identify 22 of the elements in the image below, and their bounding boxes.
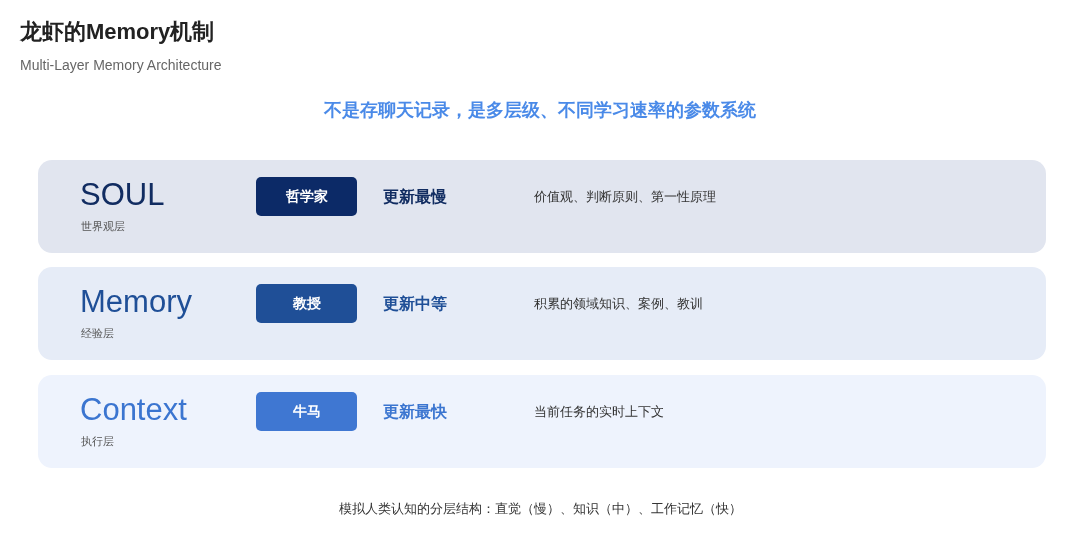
slide-title: 龙虾的Memory机制	[20, 18, 215, 46]
layer-description: 积累的领域知识、案例、教训	[534, 295, 703, 313]
role-tag: 哲学家	[256, 177, 357, 216]
layer-description: 价值观、判断原则、第一性原理	[534, 188, 716, 206]
role-tag: 牛马	[256, 392, 357, 431]
layer-subtitle: 世界观层	[81, 219, 125, 234]
update-speed-text: 更新最快	[383, 402, 447, 422]
subtitle: Multi-Layer Memory Architecture	[20, 57, 222, 73]
update-speed-text: 更新中等	[383, 294, 447, 314]
layer-description: 当前任务的实时上下文	[534, 403, 664, 421]
layer-subtitle: 执行层	[81, 434, 114, 449]
caption: 模拟人类认知的分层结构：直觉（慢）、知识（中）、工作记忆（快）	[338, 501, 742, 518]
layer-name: Memory	[80, 284, 192, 320]
update-speed-text: 更新最慢	[383, 187, 447, 207]
layer-band	[38, 160, 1046, 253]
layer-name: SOUL	[80, 177, 165, 213]
layer-band	[38, 267, 1046, 360]
tagline: 不是存聊天记录，是多层级、不同学习速率的参数系统	[324, 99, 756, 122]
layer-subtitle: 经验层	[81, 326, 114, 341]
role-tag: 教授	[256, 284, 357, 323]
layer-name: Context	[80, 392, 187, 428]
layer-band	[38, 375, 1046, 468]
